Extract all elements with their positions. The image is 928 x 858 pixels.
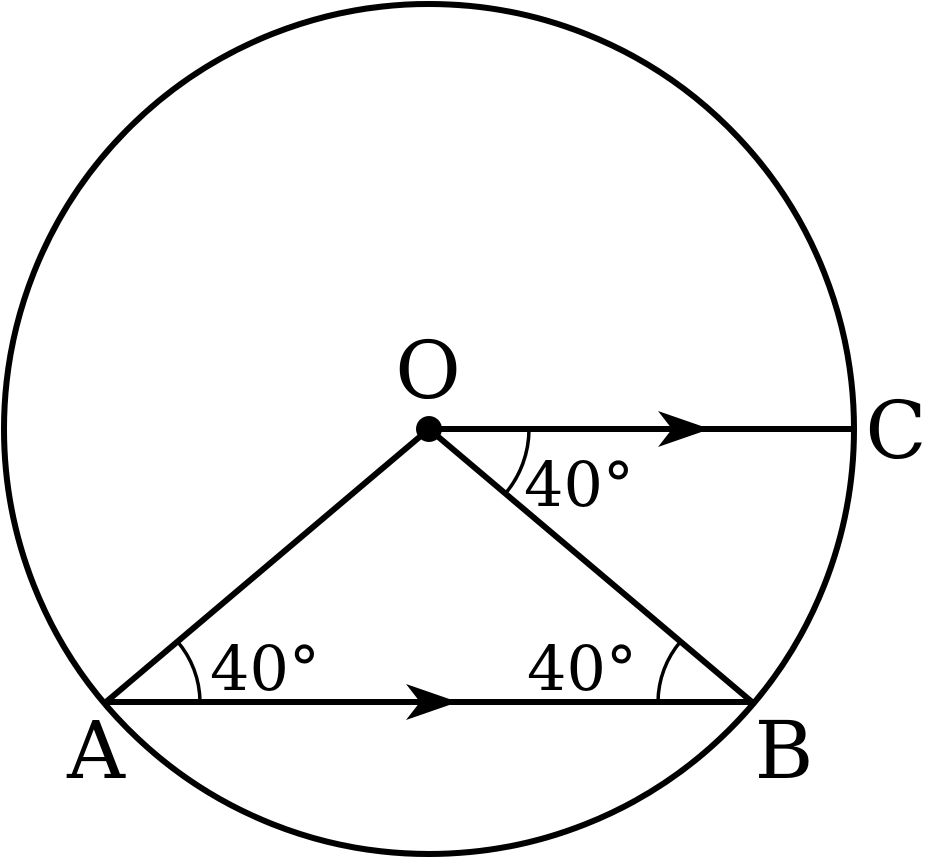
label-a: A [66,704,126,797]
angle-label-b: 40° [527,632,637,705]
arrow-ab-icon [406,684,458,720]
angle-label-a: 40° [210,632,320,705]
arrow-oc-icon [658,411,710,447]
angle-arc-o [503,428,531,496]
label-b: B [755,704,814,797]
label-c: C [865,384,926,477]
label-o: O [395,324,461,417]
angle-label-o: 40° [524,448,634,521]
segment-oa [104,426,431,705]
segment-ob [427,426,754,705]
angle-arc-a [175,639,202,703]
angle-arc-b [656,639,683,703]
center-point [416,416,442,442]
